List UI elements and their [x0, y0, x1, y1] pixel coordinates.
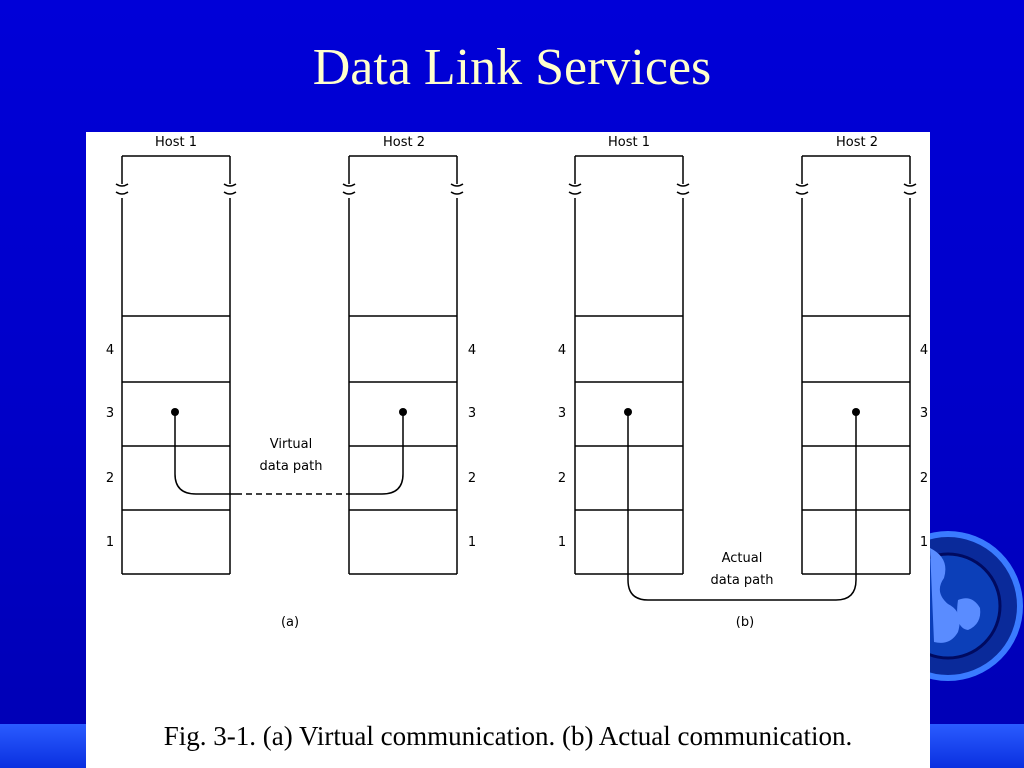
sub-label-b: (b) [736, 615, 754, 630]
host1-stack-b [568, 155, 690, 575]
layer-diagram: Host 1 Host 2 [106, 135, 928, 630]
virtual-path-right [350, 412, 404, 495]
panel-b: Host 1 Host 2 [558, 135, 928, 630]
host2-stack-a [342, 155, 464, 575]
layer-1-label: 1 [106, 535, 114, 550]
layer-4-label: 4 [920, 343, 928, 358]
layer-3-label: 3 [106, 406, 114, 421]
layer-4-label: 4 [106, 343, 114, 358]
figure-panel: Host 1 Host 2 [86, 132, 930, 768]
host1-stack-a [115, 155, 237, 575]
host1-label-b: Host 1 [608, 135, 650, 150]
virtual-path-left [174, 412, 236, 495]
layer-2-label: 2 [558, 471, 566, 486]
virtual-path-label: Virtual [270, 437, 312, 452]
layer-1-label: 1 [558, 535, 566, 550]
layer-3-label: 3 [920, 406, 928, 421]
layer-2-label: 2 [468, 471, 476, 486]
host2-stack-b [795, 155, 917, 575]
layer-3-label: 3 [468, 406, 476, 421]
actual-path-label: data path [711, 573, 774, 588]
actual-path-label: Actual [722, 551, 763, 566]
host2-label-b: Host 2 [836, 135, 878, 150]
layer-1-label: 1 [920, 535, 928, 550]
figure-caption: Fig. 3-1. (a) Virtual communication. (b)… [163, 721, 853, 751]
slide-title: Data Link Services [312, 39, 712, 96]
layer-4-label: 4 [558, 343, 566, 358]
host1-label-a: Host 1 [155, 135, 197, 150]
layer-3-label: 3 [558, 406, 566, 421]
sub-label-a: (a) [281, 615, 299, 630]
layer-2-label: 2 [920, 471, 928, 486]
host2-label-a: Host 2 [383, 135, 425, 150]
panel-a: Host 1 Host 2 [106, 135, 476, 630]
layer-1-label: 1 [468, 535, 476, 550]
actual-path-line [627, 412, 857, 601]
layer-4-label: 4 [468, 343, 476, 358]
layer-2-label: 2 [106, 471, 114, 486]
virtual-path-label: data path [260, 459, 323, 474]
